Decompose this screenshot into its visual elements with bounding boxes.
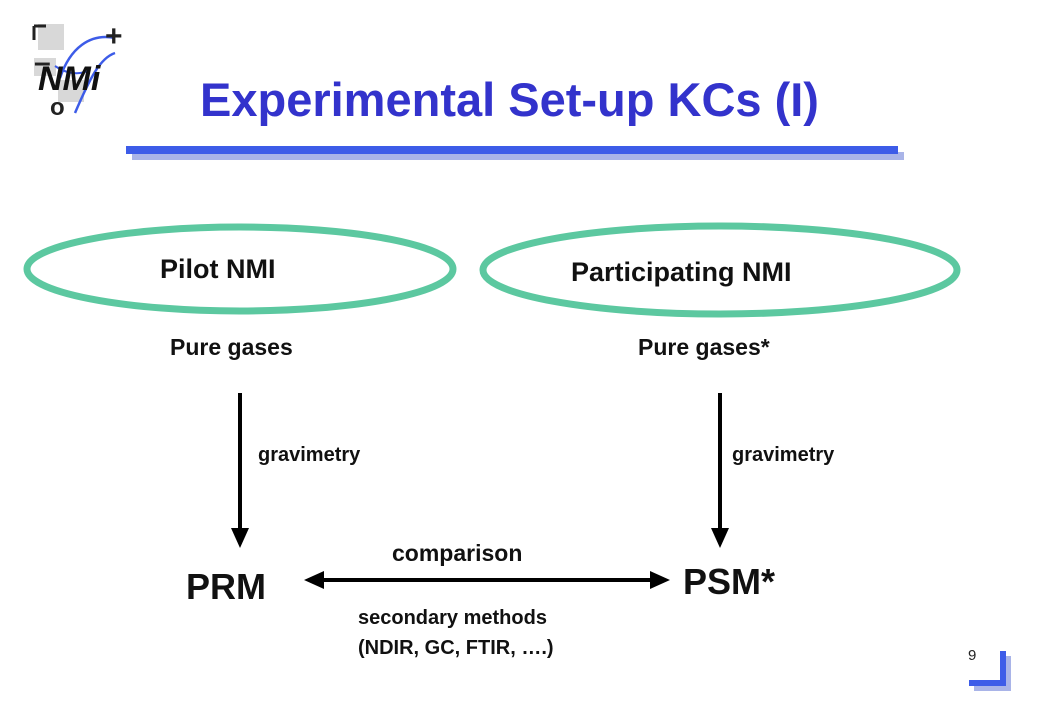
right-arrow-label: gravimetry (732, 444, 835, 466)
arrowhead-participating (711, 528, 729, 548)
oval-pilot-nmi (23, 223, 457, 315)
arrowhead-pilot (231, 528, 249, 548)
page-number: 9 (968, 647, 977, 664)
logo-plus: + (105, 20, 123, 53)
arrowhead-comparison-right (650, 571, 670, 589)
page-title: Experimental Set-up KCs (I) (200, 73, 819, 126)
logo-graphic (32, 24, 116, 114)
link-label-comparison: comparison (392, 540, 523, 566)
title-underline-shadow (132, 152, 904, 160)
right-result-psm: PSM* (683, 561, 776, 602)
left-source-label: Pure gases (170, 334, 293, 360)
right-source-label: Pure gases* (638, 334, 770, 360)
link-sublabel-line1: secondary methods (358, 607, 547, 629)
left-result-prm: PRM (186, 566, 266, 607)
corner-bracket (969, 651, 1006, 686)
logo-text: NMi (38, 60, 101, 98)
nmi-logo: + – NMi o (20, 18, 140, 128)
oval-participating-nmi (479, 222, 961, 318)
logo-circle: o (50, 94, 65, 121)
left-arrow-label: gravimetry (258, 444, 361, 466)
node-pilot-nmi: Pilot NMI (160, 254, 276, 284)
arrowhead-comparison-left (304, 571, 324, 589)
logo-minus: – (34, 46, 51, 79)
node-participating-nmi: Participating NMI (571, 257, 792, 287)
title-underline (126, 146, 898, 154)
corner-bracket-shadow (974, 656, 1011, 691)
link-sublabel-line2: (NDIR, GC, FTIR, ….) (358, 637, 554, 659)
